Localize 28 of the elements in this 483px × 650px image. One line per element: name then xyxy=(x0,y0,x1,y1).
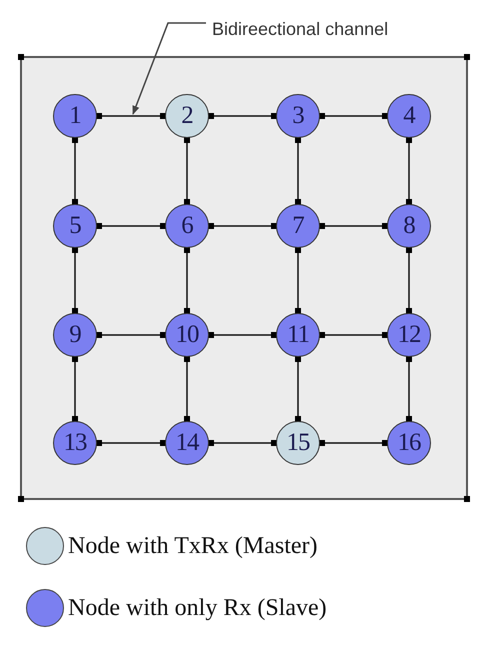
channel-line xyxy=(319,113,388,119)
channel-line xyxy=(319,440,388,446)
channel-line xyxy=(295,247,301,314)
channel-line xyxy=(208,223,277,229)
channel-line xyxy=(96,223,166,229)
channel-line xyxy=(319,332,388,338)
channel-line xyxy=(184,137,190,205)
channel-line xyxy=(96,113,166,119)
channel-line xyxy=(406,247,412,314)
channel-line xyxy=(72,247,78,314)
channel-line xyxy=(406,137,412,205)
legend-text: Node with only Rx (Slave) xyxy=(68,594,327,622)
channel-line xyxy=(208,440,277,446)
callout-label: Bidireectional channel xyxy=(212,19,388,40)
channel-line xyxy=(319,223,388,229)
channel-line xyxy=(406,356,412,422)
legend-text: Node with TxRx (Master) xyxy=(68,532,318,560)
leader-line xyxy=(132,22,206,115)
channel-line xyxy=(208,113,277,119)
channel-line xyxy=(96,440,166,446)
channel-line xyxy=(72,137,78,205)
channel-line xyxy=(184,356,190,422)
channel-line xyxy=(295,356,301,422)
channel-line xyxy=(184,247,190,314)
channel-line xyxy=(72,356,78,422)
channel-line xyxy=(295,137,301,205)
channel-line xyxy=(208,332,277,338)
channel-line xyxy=(96,332,166,338)
